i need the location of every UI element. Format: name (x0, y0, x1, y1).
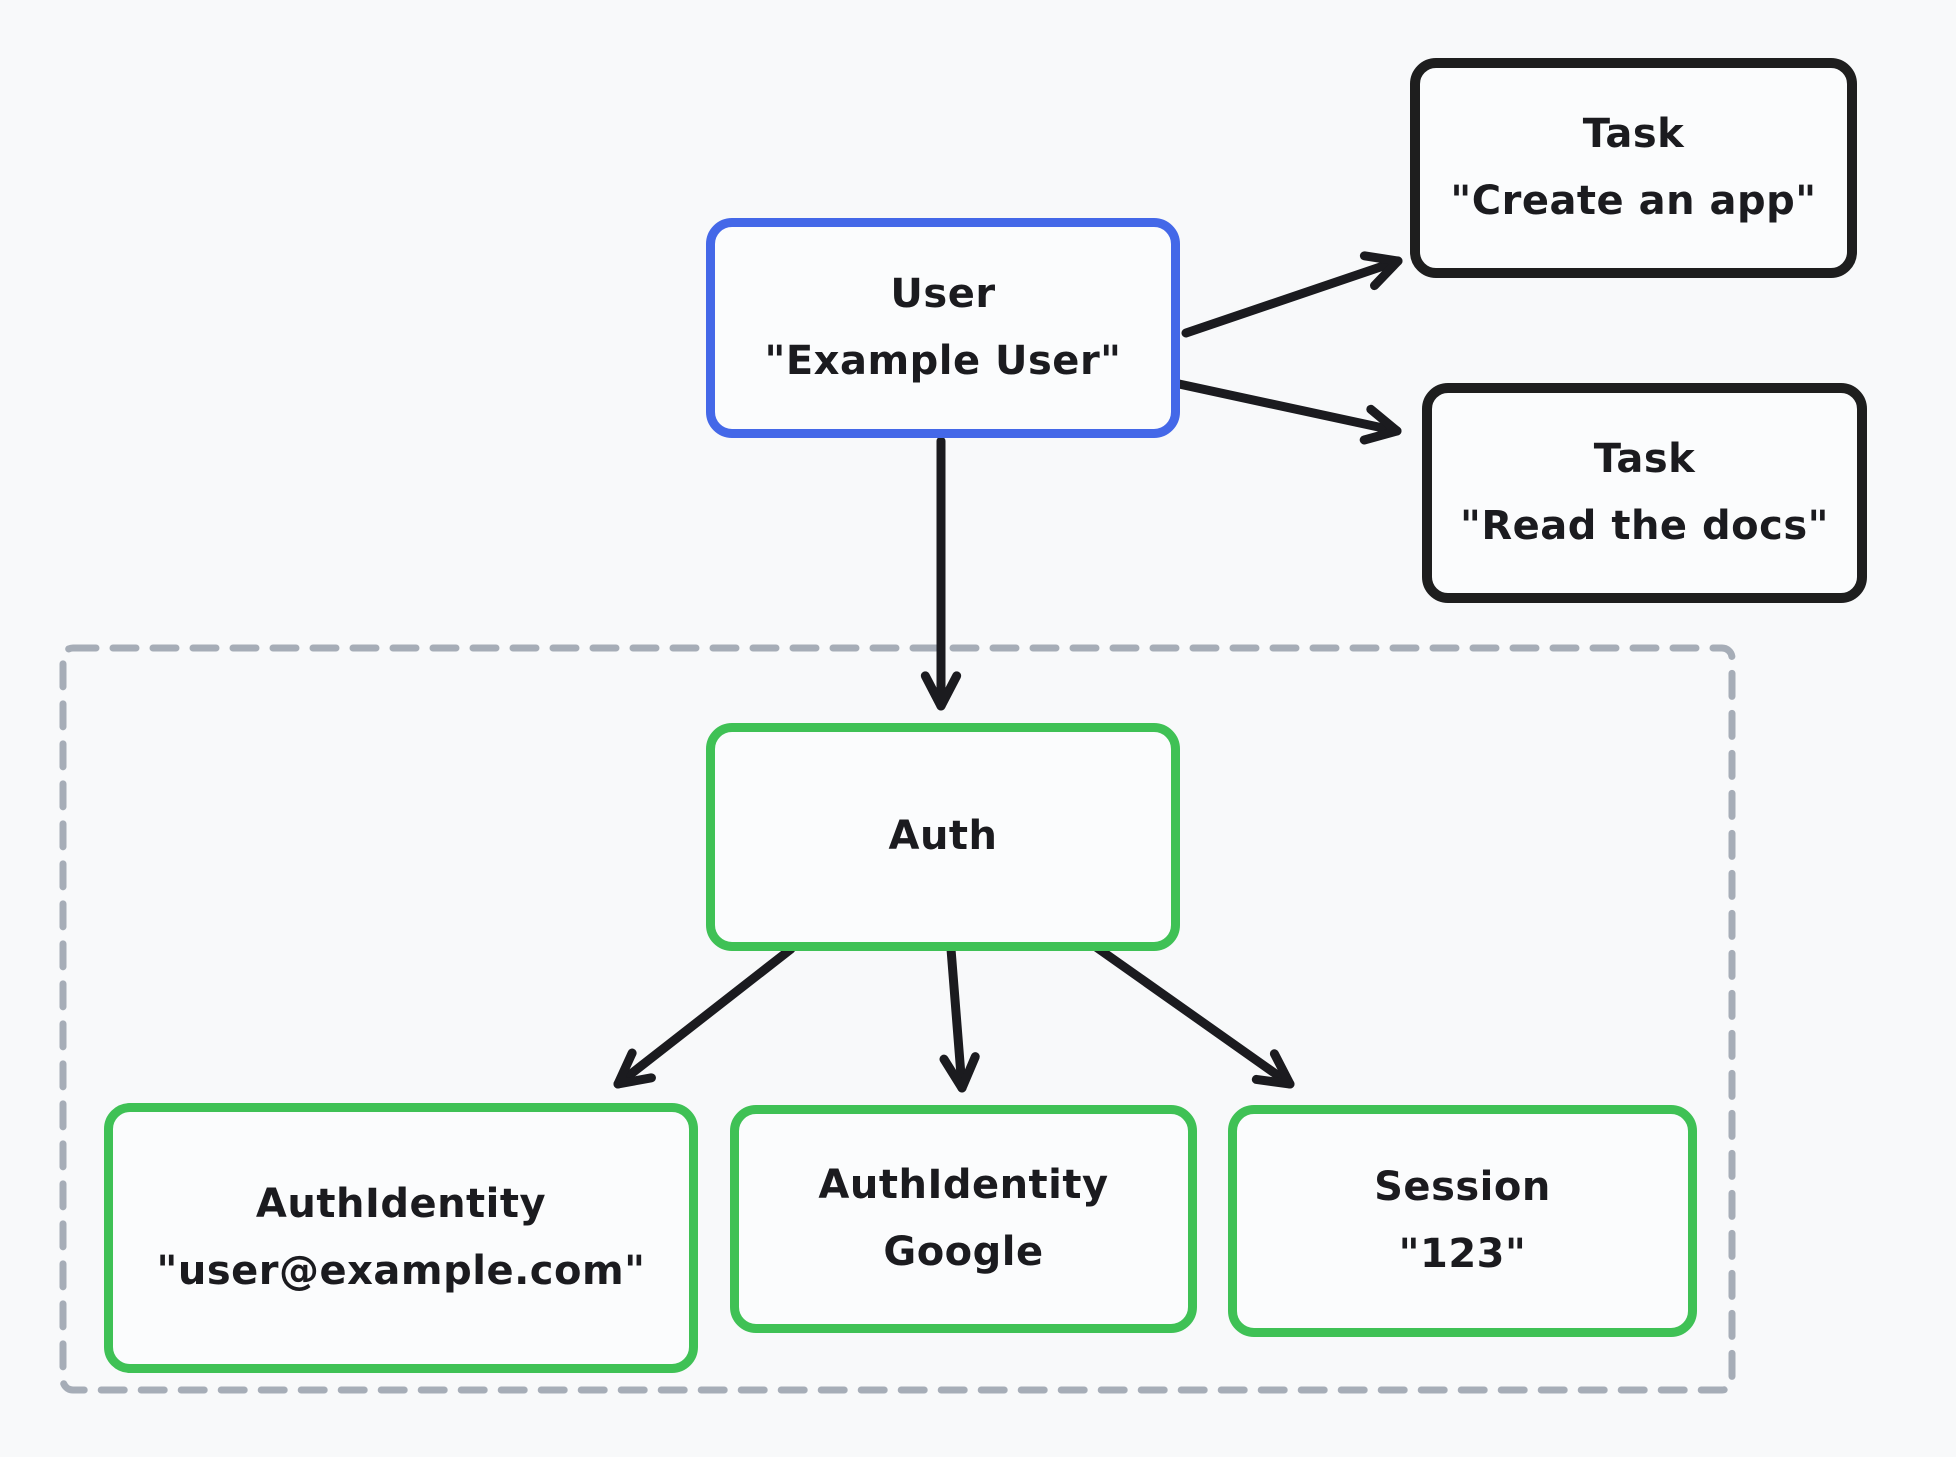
node-authidentity-google: AuthIdentity Google (730, 1105, 1197, 1333)
node-task-read: Task "Read the docs" (1422, 383, 1867, 603)
node-authidentity-google-value: Google (883, 1229, 1044, 1275)
node-task-read-value: "Read the docs" (1460, 503, 1829, 549)
edge-auth-to-session (1091, 942, 1295, 1089)
node-user-label: User (890, 270, 996, 317)
node-task-create-label: Task (1582, 110, 1685, 157)
edge-user-to-task-read-arrowhead (1359, 404, 1402, 445)
edge-auth-to-authidentity-google (946, 944, 967, 1093)
node-task-read-label: Task (1593, 435, 1696, 482)
edge-auth-to-authidentity-email-arrowhead (613, 1048, 656, 1089)
node-session-label: Session (1374, 1163, 1551, 1210)
node-authidentity-google-label: AuthIdentity (818, 1161, 1109, 1208)
node-auth: Auth (706, 723, 1180, 951)
node-auth-label: Auth (888, 813, 998, 860)
edge-user-to-auth-arrowhead (920, 671, 962, 711)
edge-user-to-task-create (1181, 256, 1403, 338)
node-user: User "Example User" (706, 218, 1180, 438)
node-authidentity-email-value: "user@example.com" (156, 1248, 646, 1294)
node-authidentity-email: AuthIdentity "user@example.com" (104, 1103, 698, 1373)
edge-user-to-task-create-arrowhead (1359, 251, 1403, 291)
edge-auth-to-authidentity-email (613, 944, 796, 1089)
edge-user-to-task-read (1174, 379, 1402, 436)
node-authidentity-email-label: AuthIdentity (255, 1180, 547, 1227)
node-task-create-value: "Create an app" (1450, 178, 1817, 224)
node-session: Session "123" (1228, 1105, 1697, 1337)
edge-auth-to-authidentity-google-arrowhead (939, 1052, 980, 1093)
edge-auth-to-session-arrowhead (1251, 1049, 1295, 1089)
node-task-create: Task "Create an app" (1410, 58, 1857, 278)
node-user-value: "Example User" (764, 338, 1122, 384)
node-session-value: "123" (1398, 1231, 1527, 1277)
